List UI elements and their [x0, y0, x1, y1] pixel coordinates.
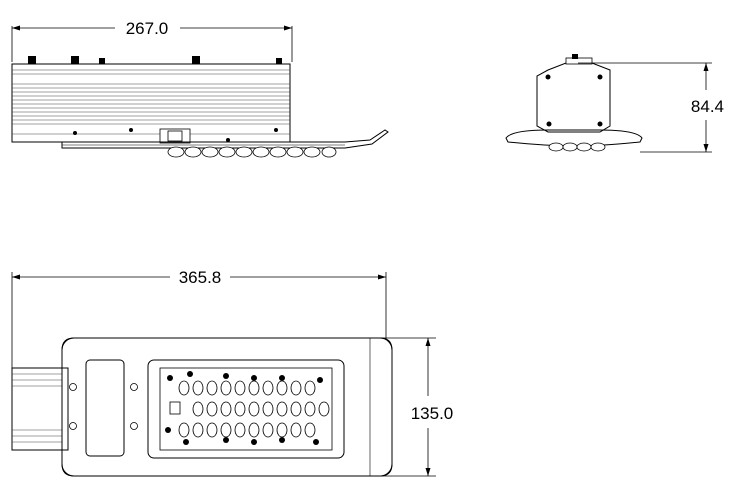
bottom-width-label: 135.0: [411, 404, 454, 423]
bottom-length-label: 365.8: [179, 268, 222, 287]
top-length-label: 267.0: [126, 19, 169, 38]
side-elevation-view: 267.0: [11, 19, 389, 158]
side-height-label: 84.4: [691, 97, 724, 116]
plan-view: 365.8: [11, 268, 454, 477]
end-view: 84.4: [505, 54, 724, 153]
